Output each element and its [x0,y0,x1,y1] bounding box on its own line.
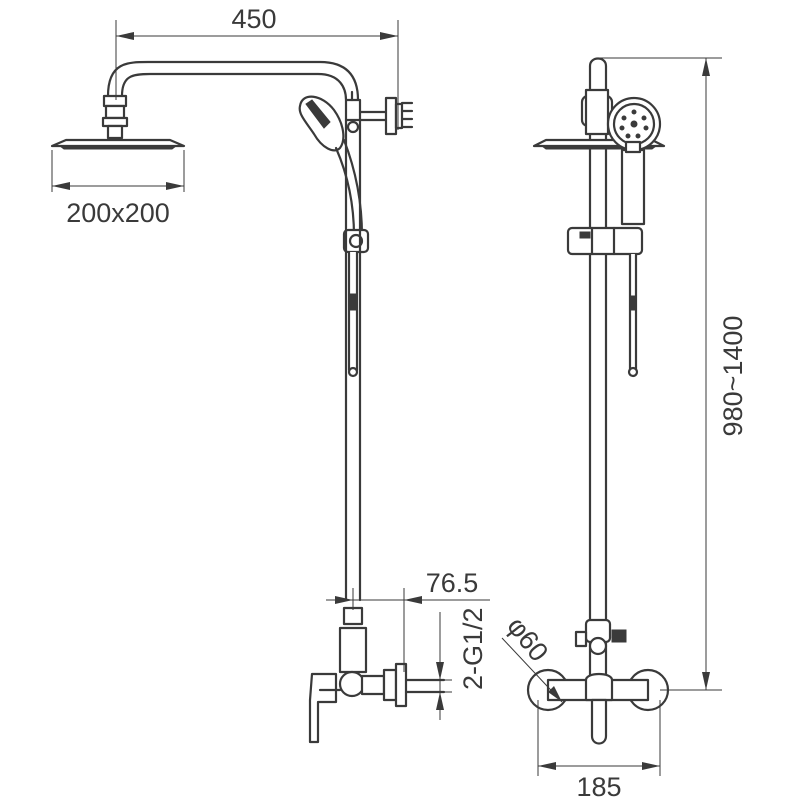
dim-label-76-5: 76.5 [426,568,479,598]
dimension-height: 980~1400 [598,57,748,691]
dim-label-phi60: φ60 [501,611,554,667]
dim-label-2-g1-2: 2-G1/2 [458,607,488,690]
dim-label-980-1400: 980~1400 [718,316,748,437]
front-diverter [574,618,627,656]
front-riser-pipe [588,57,608,682]
shower-hose [347,252,359,378]
dimension-inlet-thread: 2-G1/2 [436,607,488,720]
side-view: 450 200x200 76.5 2-G1/2 [50,4,490,744]
dimension-offset: 76.5 [326,568,490,672]
front-view: 980~1400 φ60 185 [501,57,748,800]
dimension-arm-length: 450 [115,4,399,130]
dimension-inlet-spacing: 185 [537,700,661,800]
overhead-arm [106,60,360,102]
mixer-body [308,662,446,744]
upper-wall-bracket [358,96,414,136]
hand-shower-holder [342,228,370,254]
hand-shower [298,95,364,238]
dim-label-185: 185 [576,772,621,800]
dim-label-450: 450 [231,4,276,34]
front-mixer [526,668,670,745]
overhead-shower-head [50,138,186,150]
front-upper-bracket [580,88,614,136]
diverter-valve [338,606,368,698]
top-riser-connector [344,90,362,134]
head-connector [101,94,129,140]
front-hand-shower-handle [620,140,646,226]
dimension-head-size: 200x200 [51,150,185,228]
front-slide-holder [566,226,644,256]
dim-label-200x200: 200x200 [66,198,170,228]
front-hose [627,254,639,378]
riser-pipe [344,118,362,602]
